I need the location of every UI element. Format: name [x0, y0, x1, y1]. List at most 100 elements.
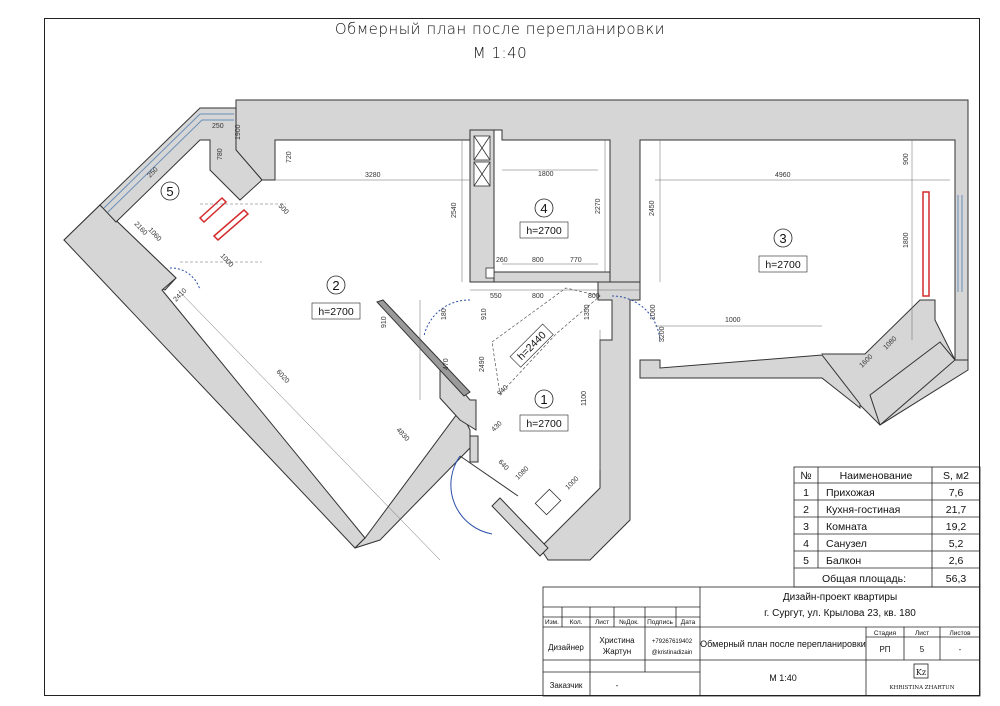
door-arc-room3 — [611, 295, 661, 343]
stamp-stage-value: РП — [879, 645, 890, 654]
room1-marker — [534, 389, 554, 409]
dim-2450: 2450 — [649, 200, 656, 216]
expl-row1-area: 7,6 — [949, 487, 964, 499]
balcony-window-inner — [107, 119, 234, 213]
stamp-customer-value: - — [616, 681, 619, 690]
expl-row2-num: 2 — [803, 504, 809, 516]
expl-row3-name: Комната — [826, 521, 867, 533]
balcony-window — [103, 113, 234, 209]
room4-height: h=2700 — [526, 225, 561, 237]
expl-row4-area: 5,2 — [949, 538, 964, 550]
stamp-scale: М 1:40 — [769, 673, 797, 683]
pipe — [485, 267, 495, 279]
dim-180: 3200 — [659, 326, 666, 342]
expl-total-label: Общая площадь: — [822, 573, 906, 585]
entrance-door-arc — [450, 455, 493, 535]
dim-910b: 910 — [481, 308, 488, 320]
shafts — [473, 135, 562, 516]
walls — [63, 99, 969, 561]
drawing-scale: М 1:40 — [472, 44, 528, 62]
stamp-grid — [542, 586, 981, 697]
expl-row5-num: 5 — [803, 555, 809, 567]
corridor-outline — [491, 287, 601, 395]
room2-diag-wall — [63, 204, 366, 549]
room4-marker — [534, 198, 554, 218]
stamp-designer-name1: Христина — [599, 636, 635, 645]
explication-text: № Наименование S, м2 1 Прихожая 7,6 2 Ку… — [800, 470, 969, 585]
door-arc-balcony — [169, 267, 201, 291]
dim-2270: 2270 — [595, 198, 602, 214]
room3-bottom-wall — [639, 354, 861, 410]
room-labels: 4 h=2700 3 h=2700 2 h=2700 1 h=2700 5 h=… — [160, 181, 808, 432]
expl-header-name: Наименование — [840, 470, 913, 482]
dim-2540: 2540 — [451, 202, 458, 218]
dim-800: 800 — [532, 257, 544, 264]
dim-2490: 4830 — [395, 427, 411, 443]
room2-marker — [326, 275, 346, 295]
room4-number: 4 — [540, 201, 547, 216]
expl-row5-name: Балкон — [826, 555, 861, 567]
dim-900: 900 — [903, 153, 910, 165]
partition-wall — [376, 299, 471, 397]
bay-wall-corner — [869, 341, 956, 426]
dim-1060: 2160 — [133, 221, 149, 237]
dim-1080: 1000 — [564, 475, 580, 491]
room5-marker — [160, 181, 180, 201]
door-arc-room2 — [423, 299, 471, 337]
balcony-top-wall — [99, 107, 263, 223]
shaft-3 — [534, 488, 562, 516]
stamp-lists-value: - — [959, 645, 962, 654]
stamp-list-label: Лист — [915, 630, 929, 637]
room2-height: h=2700 — [318, 306, 353, 318]
dim-1600: 470 — [443, 358, 450, 370]
dim-1350: 800 — [588, 293, 600, 300]
logo-mark-box — [913, 663, 929, 679]
dim-640: 430 — [490, 420, 503, 433]
dim-1000c: 640 — [497, 459, 510, 472]
stamp-sheet-title: Обмерный план после перепланировки — [700, 639, 866, 649]
room2-height-box — [311, 302, 361, 320]
dim-3280: 3280 — [365, 172, 381, 179]
room2-corner — [439, 363, 477, 431]
dim-3200: 1000 — [725, 317, 741, 324]
expl-row5-area: 2,6 — [949, 555, 964, 567]
expl-header-area: S, м2 — [943, 470, 969, 482]
door-arcs — [169, 267, 661, 535]
stamp-col-date: Дата — [681, 619, 696, 626]
corridor-height: h=2440 — [515, 329, 549, 363]
dim-780: 1900 — [235, 124, 242, 140]
dim-800b: 800 — [532, 293, 544, 300]
stamp-designer-name2: Жартун — [603, 647, 631, 656]
dim-1800: 1800 — [538, 171, 554, 178]
dim-1900: 1000 — [219, 253, 235, 269]
radiator-room3 — [922, 191, 930, 297]
radiators — [198, 191, 930, 297]
expl-row3-area: 19,2 — [946, 521, 967, 533]
expl-header-num: № — [800, 470, 811, 482]
stamp-stage-label: Стадия — [874, 630, 897, 637]
dim-550: 550 — [490, 293, 502, 300]
dim-4960: 4960 — [775, 172, 791, 179]
expl-total-value: 56,3 — [946, 573, 967, 585]
entrance-wall — [491, 497, 549, 557]
dim-250c: 250 — [212, 123, 224, 130]
room3-number: 3 — [779, 231, 786, 246]
room2-number: 2 — [332, 278, 339, 293]
dim-1800b: 1800 — [903, 232, 910, 248]
expl-row2-area: 21,7 — [946, 504, 967, 516]
radiator-balcony-2 — [212, 208, 250, 242]
stamp-designer-role: Дизайнер — [548, 643, 584, 652]
stamp-col-sign: Подпись — [647, 619, 673, 626]
room3-height: h=2700 — [765, 259, 800, 271]
stamp-project-line2: г. Сургут, ул. Крылова 23, кв. 180 — [764, 608, 916, 619]
dim-4830: 6020 — [275, 369, 291, 385]
corridor-height-box: h=2440 — [509, 323, 554, 368]
entrance-door-leaf — [459, 455, 519, 497]
dim-250: 780 — [217, 148, 224, 160]
dim-910: 180 — [441, 308, 448, 320]
drawing-frame — [44, 18, 980, 696]
dim-2160: 1100 — [581, 391, 588, 406]
room4-height-box — [519, 221, 569, 239]
bathroom-bottom-wall — [493, 271, 611, 283]
